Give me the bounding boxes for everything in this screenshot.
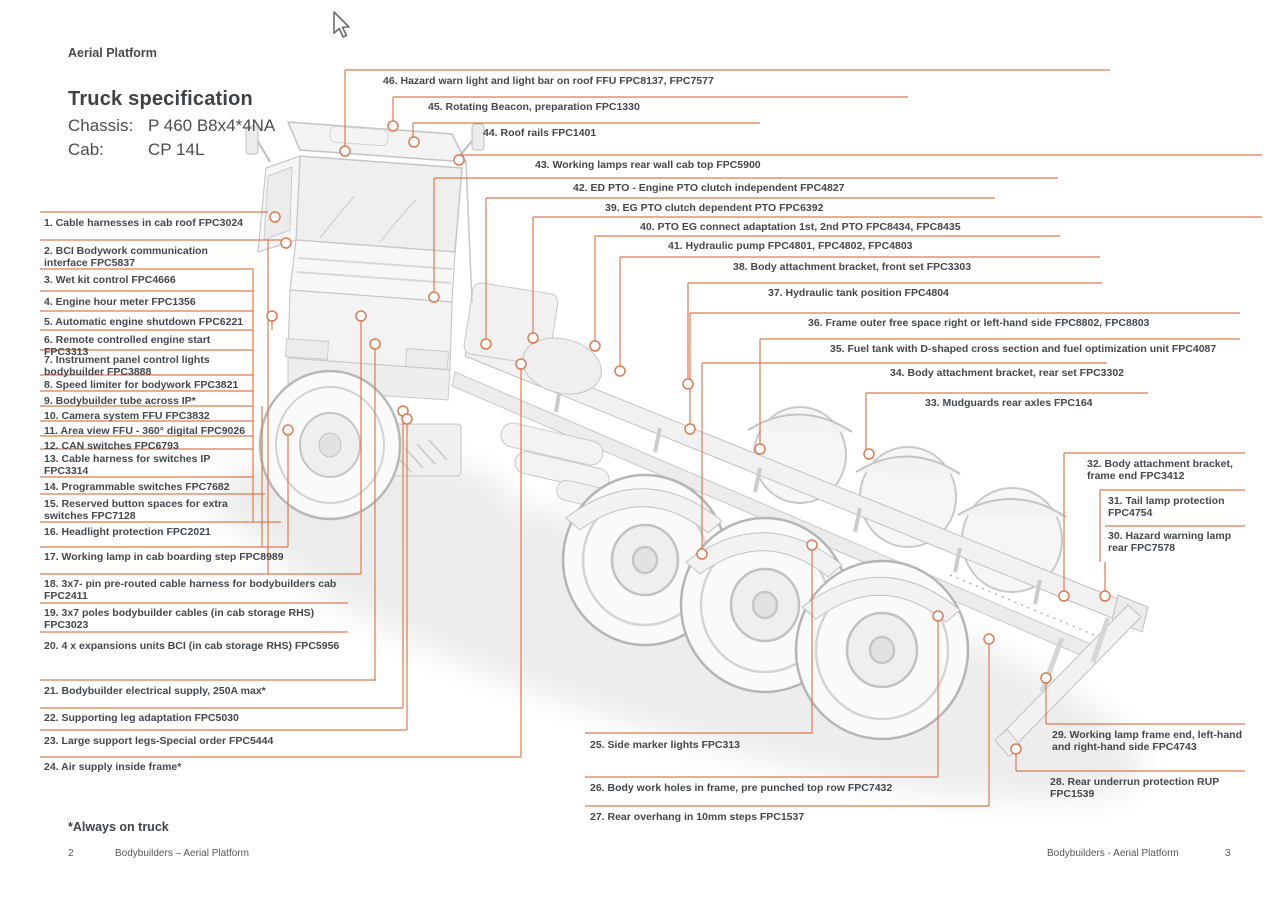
callout-17: 17. Working lamp in cab boarding step FP… <box>44 551 284 563</box>
callout-12: 12. CAN switches FPC6793 <box>44 440 179 452</box>
callout-10: 10. Camera system FFU FPC3832 <box>44 410 210 422</box>
callout-21: 21. Bodybuilder electrical supply, 250A … <box>44 685 266 697</box>
chassis-row: Chassis: P 460 B8x4*4NA <box>68 116 275 136</box>
callout-7: 7. Instrument panel control lights bodyb… <box>44 354 210 378</box>
callout-39: 39. EG PTO clutch dependent PTO FPC6392 <box>605 202 824 214</box>
footer-right-page: 3 <box>1225 848 1231 859</box>
callout-6: 6. Remote controlled engine start FPC331… <box>44 334 211 358</box>
callout-29: 29. Working lamp frame end, left-hand an… <box>1052 729 1243 753</box>
callout-31: 31. Tail lamp protection FPC4754 <box>1108 495 1225 519</box>
callout-35: 35. Fuel tank with D-shaped cross sectio… <box>830 343 1217 355</box>
callout-16: 16. Headlight protection FPC2021 <box>44 526 211 538</box>
callout-36: 36. Frame outer free space right or left… <box>808 317 1150 329</box>
page-title: Truck specification <box>68 88 253 110</box>
callout-30: 30. Hazard warning lamp rear FPC7578 <box>1108 530 1232 554</box>
callout-43: 43. Working lamps rear wall cab top FPC5… <box>535 159 761 171</box>
callout-34: 34. Body attachment bracket, rear set FP… <box>890 367 1125 379</box>
callout-13: 13. Cable harness for switches IP FPC331… <box>44 453 211 477</box>
callout-28: 28. Rear underrun protection RUP FPC1539 <box>1050 776 1220 800</box>
chassis-value: P 460 B8x4*4NA <box>148 116 276 135</box>
callout-41: 41. Hydraulic pump FPC4801, FPC4802, FPC… <box>668 240 913 252</box>
callout-3: 3. Wet kit control FPC4666 <box>44 274 176 286</box>
callout-38: 38. Body attachment bracket, front set F… <box>733 261 972 273</box>
callout-4: 4. Engine hour meter FPC1356 <box>44 296 196 308</box>
callout-25: 25. Side marker lights FPC313 <box>590 739 740 751</box>
callout-24: 24. Air supply inside frame* <box>44 761 182 773</box>
callout-26: 26. Body work holes in frame, pre punche… <box>590 782 893 794</box>
footer-right-text: Bodybuilders - Aerial Platform <box>1047 848 1179 859</box>
callout-9: 9. Bodybuilder tube across IP* <box>44 395 196 407</box>
callout-5: 5. Automatic engine shutdown FPC6221 <box>44 316 244 328</box>
brand-label: Aerial Platform <box>68 46 157 60</box>
callout-22: 22. Supporting leg adaptation FPC5030 <box>44 712 239 724</box>
footnote: *Always on truck <box>68 820 169 834</box>
callout-18: 18. 3x7- pin pre-routed cable harness fo… <box>44 578 337 602</box>
callout-8: 8. Speed limiter for bodywork FPC3821 <box>44 379 239 391</box>
callout-23: 23. Large support legs-Special order FPC… <box>44 735 274 747</box>
callout-19: 19. 3x7 poles bodybuilder cables (in cab… <box>44 607 315 631</box>
callout-15: 15. Reserved button spaces for extra swi… <box>44 498 228 522</box>
cab-row: Cab: CP 14L <box>68 140 204 160</box>
callout-42: 42. ED PTO - Engine PTO clutch independe… <box>573 182 845 194</box>
cab-label: Cab: <box>68 140 104 159</box>
leader-lines <box>40 69 1262 807</box>
callout-14: 14. Programmable switches FPC7682 <box>44 481 230 493</box>
footer-left-page: 2 <box>68 848 74 859</box>
cab-value: CP 14L <box>148 140 205 159</box>
callout-40: 40. PTO EG connect adaptation 1st, 2nd P… <box>640 221 961 233</box>
truck-illustration <box>210 121 1149 802</box>
callout-1: 1. Cable harnesses in cab roof FPC3024 <box>44 217 243 229</box>
chassis-label: Chassis: <box>68 116 134 135</box>
callout-45: 45. Rotating Beacon, preparation FPC1330 <box>428 101 640 113</box>
callout-20: 20. 4 x expansions units BCI (in cab sto… <box>44 640 340 652</box>
footer-left-text: Bodybuilders – Aerial Platform <box>115 848 249 859</box>
callout-2: 2. BCI Bodywork communication interface … <box>44 245 208 269</box>
callout-33: 33. Mudguards rear axles FPC164 <box>925 397 1093 409</box>
callout-44: 44. Roof rails FPC1401 <box>483 127 597 139</box>
callout-11: 11. Area view FFU - 360° digital FPC9026 <box>44 425 246 437</box>
callout-46: 46. Hazard warn light and light bar on r… <box>383 75 714 87</box>
callout-32: 32. Body attachment bracket, frame end F… <box>1087 458 1233 482</box>
callout-37: 37. Hydraulic tank position FPC4804 <box>768 287 949 299</box>
callout-27: 27. Rear overhang in 10mm steps FPC1537 <box>590 811 805 823</box>
mouse-cursor-icon <box>333 11 350 38</box>
